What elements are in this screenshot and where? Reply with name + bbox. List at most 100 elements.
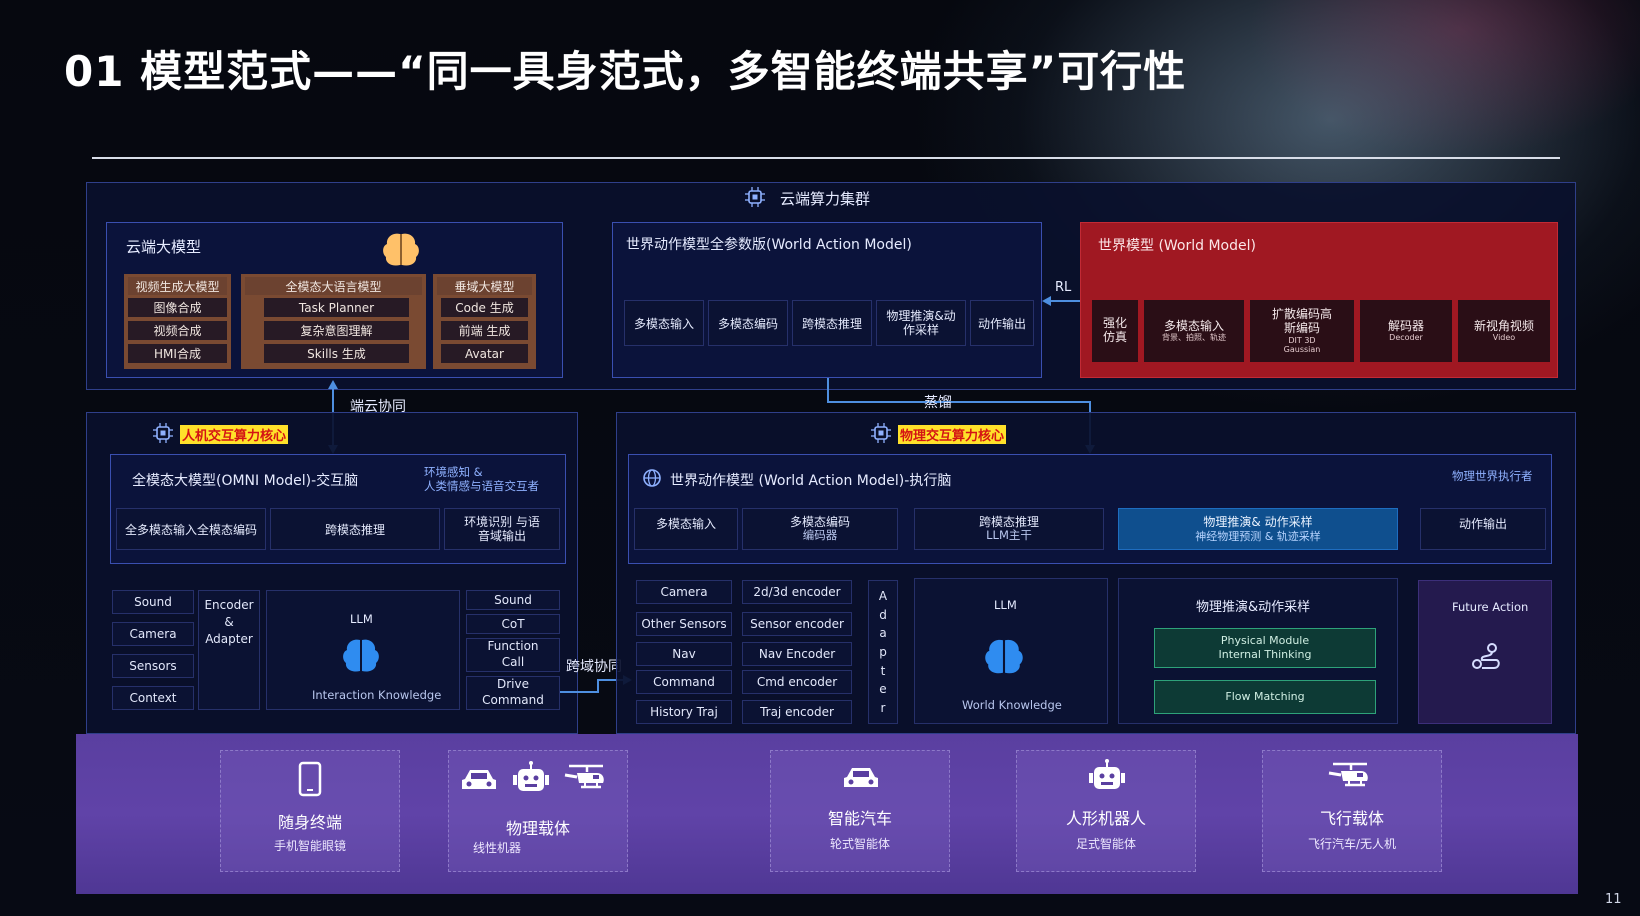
- big-model-col2-item: 全模态大语言模型: [245, 277, 422, 295]
- wam-exec-cell-main: 跨模态推理: [978, 514, 1039, 529]
- robot-icon: [513, 761, 549, 791]
- hci-output: Drive Command: [466, 676, 560, 710]
- globe-icon: [643, 469, 661, 487]
- hci-output: Function Call: [466, 638, 560, 672]
- device-sub: 线性机器: [473, 841, 522, 855]
- big-model-col3-item: 前端 生成: [441, 321, 528, 340]
- adapter-letter: p: [879, 644, 887, 659]
- omni-row-cell: 全多模态输入全模态编码: [116, 508, 266, 550]
- omni-row-cell-text: 环境识别 与语音域输出: [464, 514, 540, 543]
- wam-exec-cell-sub: 编码器: [802, 528, 838, 543]
- omni-note: 环境感知 &: [424, 465, 483, 479]
- omni-title: 全模态大模型(OMNI Model)-交互脑: [132, 473, 359, 489]
- wam-full-title: 世界动作模型全参数版(World Action Model): [626, 237, 912, 253]
- wam-full-cell-text: 物理推演&动作采样: [886, 308, 956, 337]
- adapter-letter: d: [879, 607, 887, 622]
- hci-core-badge: 人机交互算力核心: [180, 425, 289, 444]
- adapter-letter: t: [880, 663, 886, 678]
- device-sub: 轮式智能体: [829, 837, 890, 851]
- device-name: 人形机器人: [1065, 809, 1146, 828]
- brain-icon: [383, 233, 419, 266]
- big-model-col2-item: Task Planner: [264, 298, 409, 317]
- world-model-cell-main: 新视角视频: [1473, 318, 1534, 333]
- wam-exec-cell: 多模态输入: [634, 508, 738, 550]
- wam-full-cell: 动作输出: [970, 300, 1034, 346]
- chip-icon: [871, 423, 891, 443]
- big-model-col1-item: HMI合成: [128, 344, 227, 363]
- device-card: 飞行载体 飞行汽车/无人机: [1262, 750, 1442, 872]
- hci-output: Sound: [466, 590, 560, 610]
- device-sub: 足式智能体: [1075, 837, 1136, 851]
- wam-exec-note: 物理世界执行者: [1452, 469, 1533, 483]
- world-model-title: 世界模型 (World Model): [1098, 238, 1256, 254]
- phone-icon: [298, 761, 322, 797]
- future-action-label: Future Action: [1452, 600, 1529, 614]
- phys-encoder: Sensor encoder: [742, 612, 852, 636]
- big-model-col1-item: 视频生成大模型: [128, 277, 227, 295]
- phys-encoder: Cmd encoder: [742, 670, 852, 694]
- adapter-letter: A: [878, 589, 888, 604]
- brain-icon: [985, 639, 1023, 674]
- hci-output-text: Drive Command: [482, 677, 544, 707]
- world-model-cell-sub: Decoder: [1389, 333, 1423, 343]
- phys-adapter: A d a p t e r: [868, 580, 898, 724]
- world-model-cell-main: 多模态输入: [1163, 318, 1224, 333]
- wam-full-cell: 跨模态推理: [792, 300, 872, 346]
- route-icon: [1472, 643, 1500, 669]
- phys-encoder: Nav Encoder: [742, 642, 852, 666]
- hci-encoder-text: Encoder & Adapter: [204, 598, 254, 646]
- sampling-title: 物理推演&动作采样: [1196, 600, 1311, 615]
- helicopter-icon: [1328, 762, 1368, 787]
- world-model-cell-main: 扩散编码高斯编码: [1272, 307, 1333, 335]
- device-card: 物理载体 线性机器: [448, 750, 628, 872]
- phys-llm-label: LLM: [994, 598, 1017, 612]
- chip-icon: [153, 423, 173, 443]
- phys-input: Nav: [636, 642, 732, 666]
- wam-full-cell: 物理推演&动作采样: [876, 300, 966, 346]
- world-model-cell-main: 解码器: [1387, 318, 1424, 333]
- edge-cloud-label: 端云协同: [350, 399, 406, 415]
- physical-module-text: Physical Module: [1220, 634, 1310, 648]
- hci-input: Sensors: [112, 654, 194, 678]
- future-action-box: [1418, 580, 1552, 724]
- rl-arrow: [1042, 296, 1082, 306]
- hci-input: Context: [112, 686, 194, 710]
- wam-exec-cell-sub: LLM主干: [986, 528, 1032, 543]
- device-name: 随身终端: [277, 813, 342, 832]
- phys-core-badge: 物理交互算力核心: [898, 425, 1007, 444]
- big-model-col2-item: Skills 生成: [264, 344, 409, 363]
- big-model-col2-item: 复杂意图理解: [264, 321, 409, 340]
- device-card: 随身终端 手机智能眼镜: [220, 750, 400, 872]
- wam-exec-cell: 多模态编码编码器: [742, 508, 898, 550]
- hci-encoder: Encoder & Adapter: [198, 590, 260, 710]
- omni-row-cell: 环境识别 与语音域输出: [444, 508, 560, 550]
- hci-output-text: Function Call: [487, 639, 539, 669]
- adapter-letter: a: [879, 626, 887, 641]
- title-divider: [92, 157, 1560, 159]
- hci-llm-label: LLM: [350, 612, 373, 626]
- physical-module-text: Internal Thinking: [1218, 648, 1312, 661]
- phys-input: Command: [636, 670, 732, 694]
- world-model-cell-sub: DIT 3D Gaussian: [1283, 335, 1321, 354]
- phys-input: Other Sensors: [636, 612, 732, 636]
- adapter-letter: r: [880, 700, 886, 715]
- device-name: 智能汽车: [827, 809, 892, 828]
- flow-matching-box: Flow Matching: [1154, 680, 1376, 714]
- device-card: 人形机器人 足式智能体: [1016, 750, 1196, 872]
- wam-full-cell: 多模态输入: [624, 300, 704, 346]
- hci-llm-caption: Interaction Knowledge: [312, 688, 442, 702]
- device-card: 智能汽车 轮式智能体: [770, 750, 950, 872]
- devices-band: [76, 734, 1578, 894]
- distill-label: 蒸馏: [924, 395, 952, 411]
- page-number: 11: [1605, 892, 1622, 907]
- world-model-cell: 多模态输入背景、拍照、轨迹: [1144, 300, 1244, 362]
- adapter-letter: e: [879, 682, 887, 697]
- world-model-cell-main: 强化仿真: [1102, 316, 1127, 344]
- device-sub: 手机智能眼镜: [273, 839, 346, 853]
- phys-input: Camera: [636, 580, 732, 604]
- robot-icon: [1089, 759, 1125, 789]
